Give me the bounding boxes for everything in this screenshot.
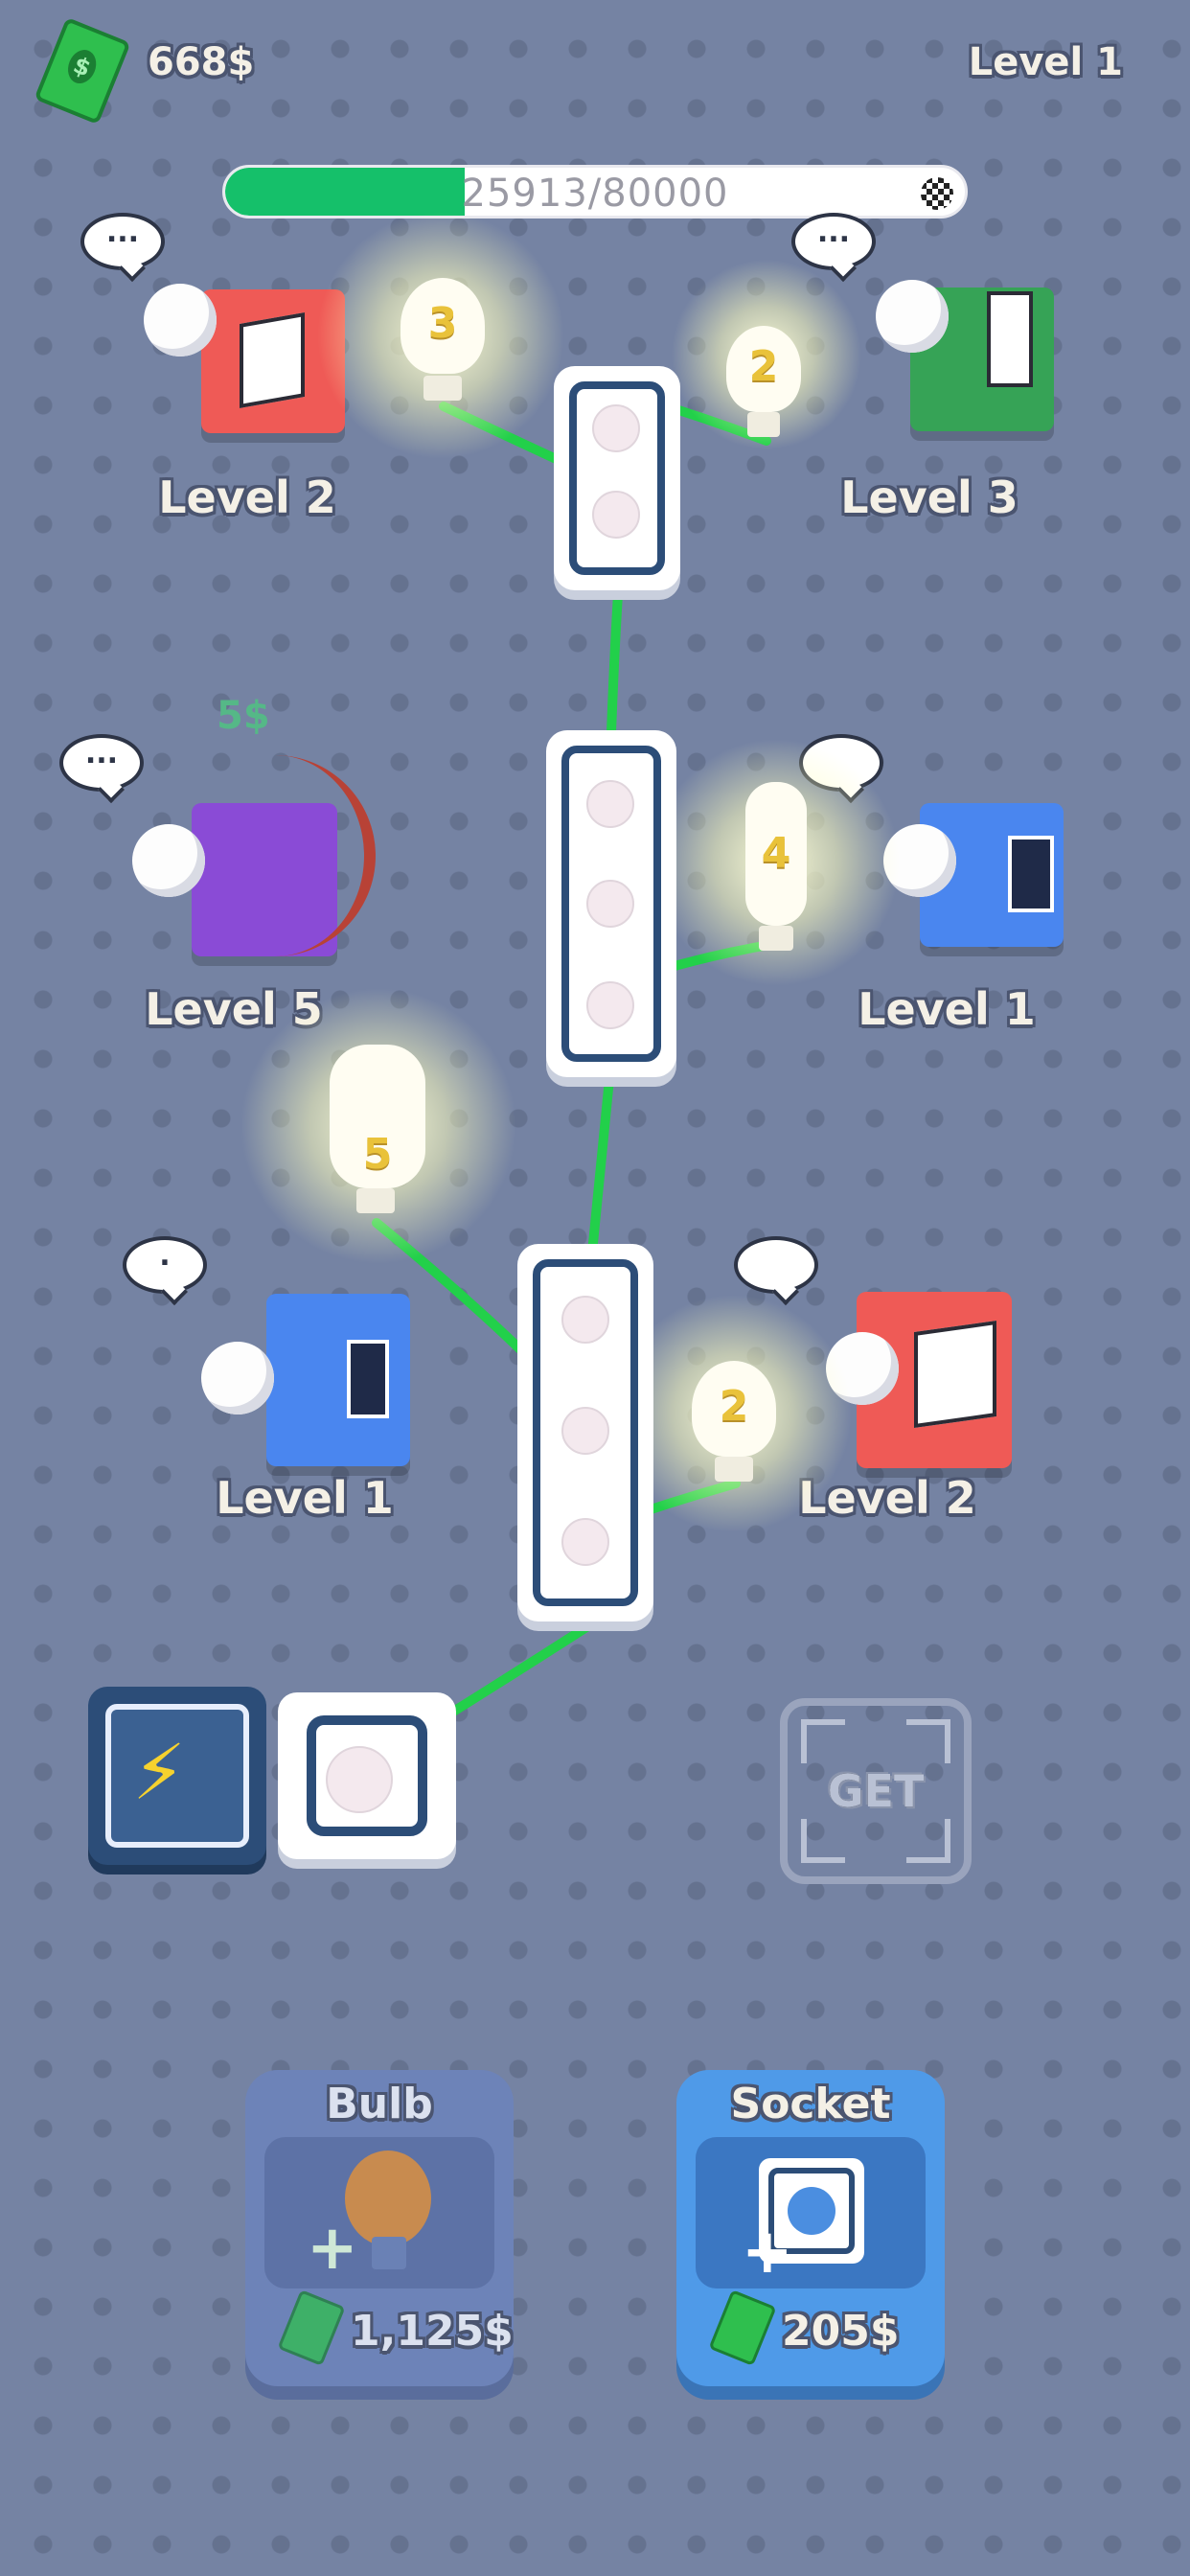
bulb-base	[356, 1188, 395, 1213]
outlet-icon	[561, 1296, 609, 1344]
light-bulb-icon[interactable]: 3	[400, 278, 485, 374]
outlet-icon	[561, 1407, 609, 1455]
monitor-icon	[1008, 836, 1054, 912]
power-strip-icon[interactable]	[517, 1244, 653, 1622]
earning-popup: 5$	[217, 694, 270, 738]
worker-desk-2[interactable]	[910, 288, 1054, 431]
buy-socket-icon-box: +	[696, 2137, 926, 2288]
power-strip-icon[interactable]	[546, 730, 676, 1077]
plus-icon: +	[742, 2217, 793, 2288]
progress-fill	[225, 168, 466, 216]
get-label: GET	[827, 1765, 925, 1817]
monitor-icon	[347, 1340, 389, 1418]
money-counter: 668$	[148, 40, 255, 84]
light-bulb-icon[interactable]: 2	[692, 1361, 776, 1457]
get-expand-icon	[801, 1719, 845, 1763]
get-button[interactable]: GET	[780, 1698, 972, 1884]
get-expand-icon	[906, 1819, 950, 1863]
outlet-icon	[586, 880, 634, 928]
speech-bubble-icon: ...	[791, 213, 876, 270]
outlet-hole	[788, 2187, 835, 2235]
speech-bubble-icon: .	[123, 1236, 207, 1294]
strip-frame	[561, 746, 661, 1062]
worker-desk-5[interactable]	[266, 1294, 410, 1466]
buy-bulb-icon-box: +	[264, 2137, 494, 2288]
bulb-base	[372, 2237, 406, 2269]
outlet-icon	[586, 981, 634, 1029]
worker-level-label: Level 3	[840, 472, 1018, 523]
buy-socket-button[interactable]: Socket + 205$	[676, 2070, 945, 2386]
strip-frame	[569, 381, 665, 575]
level-progress-bar: 25913/80000	[222, 165, 968, 218]
outlet-icon	[759, 2158, 864, 2264]
outlet-icon	[592, 491, 640, 539]
monitor-icon	[987, 291, 1033, 387]
battery-frame: ⚡	[105, 1704, 249, 1848]
monitor-icon	[914, 1320, 996, 1429]
outlet-icon[interactable]	[278, 1692, 456, 1859]
strip-frame	[533, 1259, 638, 1606]
light-bulb-icon[interactable]: 4	[745, 782, 807, 926]
worker-avatar	[876, 280, 949, 353]
bulb-base	[715, 1457, 753, 1482]
bulb-base	[759, 926, 793, 951]
worker-avatar	[144, 284, 217, 356]
lightning-icon: ⚡	[132, 1728, 187, 1817]
buy-socket-title: Socket	[730, 2080, 891, 2128]
worker-avatar	[201, 1342, 274, 1414]
outlet-hole	[326, 1746, 393, 1813]
speech-bubble-icon: ...	[80, 213, 165, 270]
worker-level-label: Level 1	[858, 983, 1036, 1035]
buy-bulb-price: 1,125$	[351, 2307, 514, 2356]
battery-icon: ⚡	[88, 1687, 266, 1865]
buy-bulb-button[interactable]: Bulb + 1,125$	[245, 2070, 514, 2386]
worker-level-label: Level 1	[216, 1472, 394, 1524]
worker-level-label: Level 2	[158, 472, 336, 523]
current-level: Level 1	[968, 40, 1123, 84]
monitor-icon	[240, 312, 305, 408]
worker-desk-3[interactable]	[192, 755, 376, 956]
outlet-frame	[768, 2168, 855, 2254]
outlet-icon	[586, 780, 634, 828]
outlet-frame	[307, 1715, 427, 1836]
buy-bulb-title: Bulb	[326, 2080, 433, 2128]
buy-socket-price: 205$	[782, 2307, 900, 2356]
bulb-base	[423, 376, 462, 401]
outlet-icon	[592, 404, 640, 452]
speech-bubble-icon: ...	[59, 734, 144, 792]
light-bulb-icon[interactable]: 5	[330, 1045, 425, 1188]
worker-avatar	[132, 824, 205, 897]
power-strip-icon[interactable]	[554, 366, 680, 590]
checkered-flag-icon	[921, 177, 953, 210]
light-bulb-icon	[345, 2150, 431, 2246]
light-bulb-icon[interactable]: 2	[726, 326, 801, 412]
get-expand-icon	[906, 1719, 950, 1763]
progress-text: 25913/80000	[461, 172, 729, 216]
speech-bubble-icon	[734, 1236, 818, 1294]
get-expand-icon	[801, 1819, 845, 1863]
outlet-icon	[561, 1518, 609, 1566]
bulb-base	[747, 412, 780, 437]
plus-icon: +	[307, 2213, 358, 2284]
